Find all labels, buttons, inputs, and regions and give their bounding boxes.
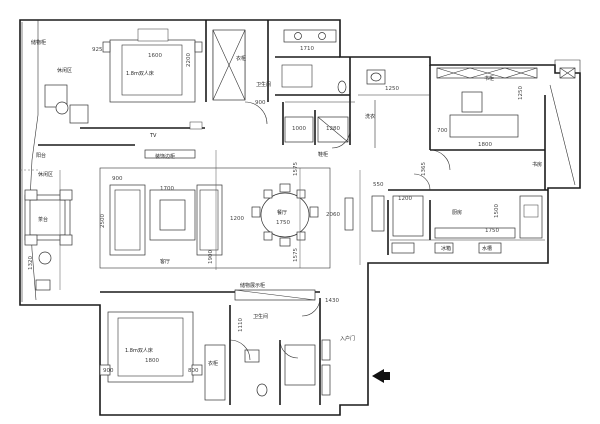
dining-label: 餐厅 bbox=[277, 209, 287, 216]
wardrobe-label: 衣柜 bbox=[236, 55, 246, 62]
second-bedroom: 1.8m双人床 1800 900 800 衣柜 储物展示柜 1430 卫生间 1… bbox=[99, 250, 355, 401]
study-desk bbox=[449, 114, 519, 138]
entry-label: 入户门 bbox=[340, 335, 355, 342]
entry-arrow-icon bbox=[372, 369, 390, 383]
dim-lines bbox=[59, 150, 361, 290]
svg-text:1500: 1500 bbox=[494, 204, 500, 218]
dining-table bbox=[260, 192, 310, 238]
svg-text:1750: 1750 bbox=[485, 228, 499, 234]
shoe-cabinet-label: 鞋柜 bbox=[318, 151, 328, 158]
bookshelf-label: 书柜 bbox=[484, 75, 494, 82]
svg-text:1750: 1750 bbox=[276, 220, 290, 226]
svg-text:1200: 1200 bbox=[398, 196, 412, 202]
master-bed-label: 1.8m双人床 bbox=[126, 70, 154, 77]
svg-text:900: 900 bbox=[112, 176, 123, 182]
upper-bathroom: 1710 1000 1280 900 卫生间 bbox=[255, 29, 349, 143]
second-bed-label: 1.8m双人床 bbox=[125, 347, 153, 354]
study: 1800 700 书柜 书房 1250 bbox=[436, 67, 576, 186]
leisure-balcony-label: 休闲区 bbox=[38, 171, 53, 178]
tea-table bbox=[29, 199, 66, 236]
exterior-walls bbox=[19, 19, 581, 416]
coffee-table bbox=[159, 199, 186, 231]
storage-label: 储物柜 bbox=[31, 39, 46, 46]
svg-text:800: 800 bbox=[188, 368, 199, 374]
tea-table-label: 茶台 bbox=[38, 216, 48, 223]
sink-label: 水槽 bbox=[482, 245, 492, 252]
armchair-right bbox=[69, 104, 89, 124]
svg-text:2200: 2200 bbox=[186, 53, 192, 67]
storage-wall-label: 储物展示柜 bbox=[240, 282, 265, 289]
kitchen-label: 厨房 bbox=[452, 209, 462, 216]
fridge-label: 冰箱 bbox=[441, 245, 451, 252]
balcony-label: 阳台 bbox=[36, 152, 46, 159]
kitchen: 1750 1500 厨房 冰箱 水槽 1200 550 1365 bbox=[371, 162, 543, 254]
svg-text:1000: 1000 bbox=[292, 126, 306, 132]
sofa-left bbox=[109, 184, 146, 256]
svg-text:1365: 1365 bbox=[421, 162, 427, 176]
living-label: 客厅 bbox=[160, 258, 170, 265]
svg-text:1800: 1800 bbox=[478, 142, 492, 148]
tv-label-master: TV bbox=[149, 133, 157, 139]
master-bedroom: 1.8m双人床 衣柜 925 1600 2200 休闲区 储物柜 TV bbox=[31, 28, 246, 139]
left-balcony: 茶台 阳台 休闲区 1320 bbox=[24, 152, 73, 291]
svg-text:1200: 1200 bbox=[230, 216, 244, 222]
svg-text:550: 550 bbox=[373, 182, 384, 188]
interior-walls bbox=[20, 20, 548, 405]
svg-text:1700: 1700 bbox=[160, 186, 174, 192]
svg-text:1320: 1320 bbox=[28, 256, 34, 270]
hall-bathroom: 1250 洗衣 bbox=[358, 69, 430, 148]
leisure-label: 休闲区 bbox=[57, 67, 72, 74]
living-dining: 900 1700 2500 1200 客厅 餐厅 1750 2060 1575 … bbox=[99, 149, 354, 269]
study-label: 书房 bbox=[532, 161, 542, 168]
svg-text:2060: 2060 bbox=[326, 212, 340, 218]
display-cabinet-label: 装饰边柜 bbox=[155, 153, 175, 160]
svg-text:1575: 1575 bbox=[293, 248, 299, 262]
svg-text:1250: 1250 bbox=[385, 86, 399, 92]
master-bed bbox=[109, 39, 196, 103]
second-wardrobe-label: 衣柜 bbox=[208, 360, 218, 367]
second-bed bbox=[107, 311, 194, 383]
svg-text:1900: 1900 bbox=[208, 250, 214, 264]
study-chair bbox=[461, 91, 483, 113]
door-swings bbox=[229, 101, 451, 361]
svg-text:1110: 1110 bbox=[238, 318, 244, 332]
svg-text:1430: 1430 bbox=[325, 298, 339, 304]
svg-text:900: 900 bbox=[255, 100, 266, 106]
svg-text:1800: 1800 bbox=[145, 358, 159, 364]
svg-text:900: 900 bbox=[103, 368, 114, 374]
svg-text:700: 700 bbox=[437, 128, 448, 134]
washroom-label: 卫生间 bbox=[256, 81, 271, 88]
lower-washroom-label: 卫生间 bbox=[253, 313, 268, 320]
svg-text:1600: 1600 bbox=[148, 53, 162, 59]
svg-text:925: 925 bbox=[92, 47, 103, 53]
svg-text:1710: 1710 bbox=[300, 46, 314, 52]
svg-text:1280: 1280 bbox=[326, 126, 340, 132]
powder-label: 洗衣 bbox=[365, 113, 375, 120]
svg-text:2500: 2500 bbox=[100, 214, 106, 228]
svg-text:1250: 1250 bbox=[518, 86, 524, 100]
svg-text:1575: 1575 bbox=[293, 162, 299, 176]
